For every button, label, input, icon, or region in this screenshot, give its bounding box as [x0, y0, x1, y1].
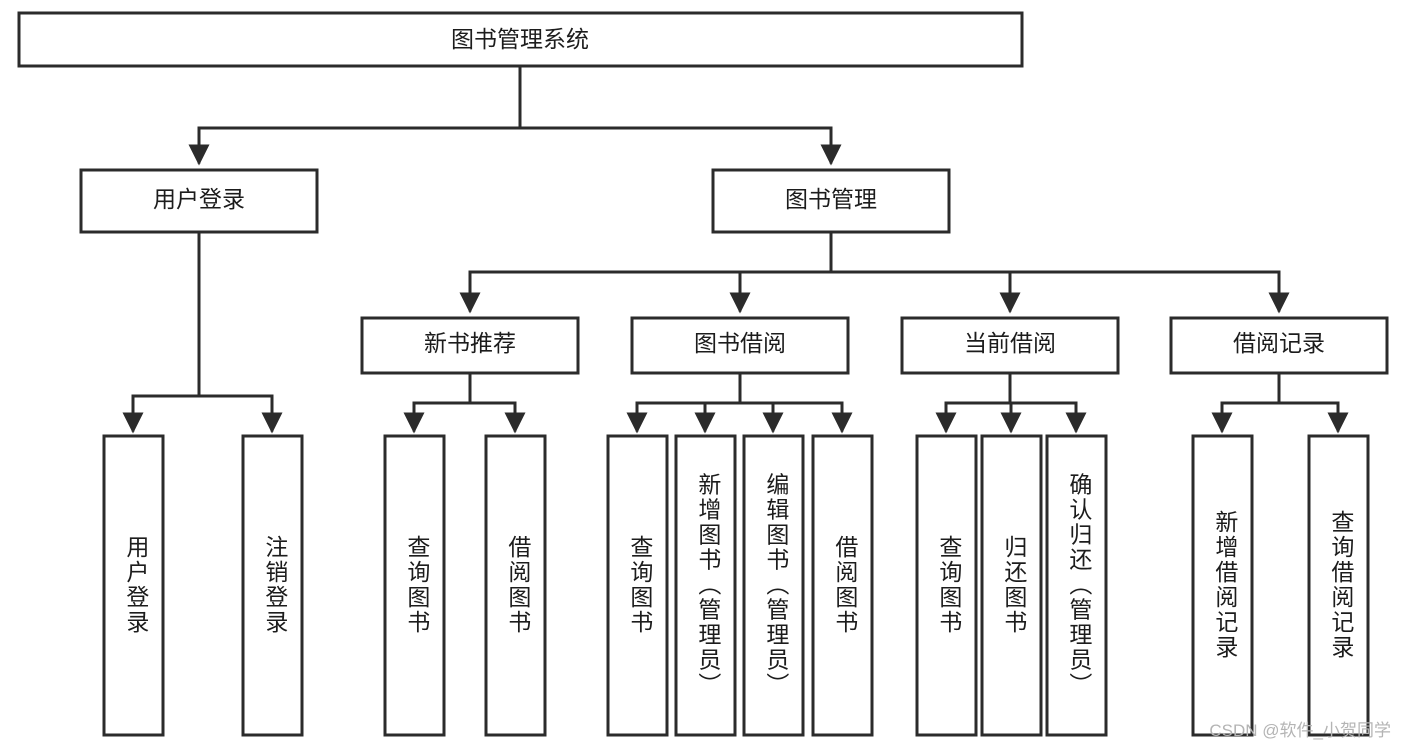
node-leaf-query-record[interactable]: 查询借阅记录 [1307, 434, 1370, 737]
node-root-box[interactable] [17, 11, 1024, 68]
node-leaf-user-login-label: 用户登录 [123, 535, 150, 635]
node-root-label: 图书管理系统 [451, 26, 589, 52]
node-book-borrow-label: 图书借阅 [694, 330, 786, 356]
node-leaf-add-record-box[interactable] [1191, 434, 1254, 737]
node-leaf-user-login-box[interactable] [102, 434, 165, 737]
node-root[interactable]: 图书管理系统 [17, 11, 1024, 68]
node-leaf-query-record-label: 查询借阅记录 [1328, 510, 1355, 660]
node-leaf-add-record-label: 新增借阅记录 [1212, 510, 1239, 660]
node-leaf-borrow-book-2[interactable]: 借阅图书 [811, 434, 874, 737]
node-leaf-borrow-book-1[interactable]: 借阅图书 [484, 434, 547, 737]
node-new-book-rec-label: 新书推荐 [424, 330, 516, 356]
node-leaf-logout-label: 注销登录 [262, 535, 289, 635]
node-new-book-rec[interactable]: 新书推荐 [360, 316, 580, 375]
node-leaf-query-book-1-label: 查询图书 [404, 535, 431, 635]
node-leaf-query-book-2-box[interactable] [606, 434, 669, 737]
node-leaf-query-book-3-box[interactable] [915, 434, 978, 737]
node-current-borrow-box[interactable] [900, 316, 1120, 375]
node-leaf-query-book-3[interactable]: 查询图书 [915, 434, 978, 737]
node-current-borrow-label: 当前借阅 [964, 330, 1056, 356]
node-leaf-return-book[interactable]: 归还图书 [980, 434, 1043, 737]
node-leaf-add-record[interactable]: 新增借阅记录 [1191, 434, 1254, 737]
node-leaf-query-book-1-box[interactable] [383, 434, 446, 737]
node-leaf-add-book-box[interactable] [674, 434, 737, 737]
node-book-borrow-box[interactable] [630, 316, 850, 375]
node-book-manage[interactable]: 图书管理 [711, 168, 951, 234]
node-leaf-query-record-box[interactable] [1307, 434, 1370, 737]
node-leaf-edit-book-label: 编辑图书（管理员） [763, 473, 790, 698]
node-leaf-query-book-2[interactable]: 查询图书 [606, 434, 669, 737]
node-leaf-return-book-label: 归还图书 [1001, 535, 1028, 635]
node-leaf-confirm-return-label: 确认归还（管理员） [1066, 473, 1093, 698]
node-leaf-edit-book-box[interactable] [742, 434, 805, 737]
node-leaf-edit-book[interactable]: 编辑图书（管理员） [742, 434, 805, 737]
node-leaf-confirm-return-box[interactable] [1045, 434, 1108, 737]
node-current-borrow[interactable]: 当前借阅 [900, 316, 1120, 375]
node-leaf-return-book-box[interactable] [980, 434, 1043, 737]
node-user-login-box[interactable] [79, 168, 319, 234]
node-user-login-label: 用户登录 [153, 186, 245, 212]
node-leaf-logout[interactable]: 注销登录 [241, 434, 304, 737]
connector-group [122, 64, 1349, 434]
node-book-manage-box[interactable] [711, 168, 951, 234]
node-book-borrow[interactable]: 图书借阅 [630, 316, 850, 375]
node-user-login[interactable]: 用户登录 [79, 168, 319, 234]
node-leaf-borrow-book-1-box[interactable] [484, 434, 547, 737]
node-borrow-record-label: 借阅记录 [1233, 330, 1325, 356]
node-borrow-record-box[interactable] [1169, 316, 1389, 375]
node-leaf-user-login[interactable]: 用户登录 [102, 434, 165, 737]
node-leaf-borrow-book-2-label: 借阅图书 [832, 535, 859, 635]
node-leaf-add-book[interactable]: 新增图书（管理员） [674, 434, 737, 737]
node-book-manage-label: 图书管理 [785, 186, 877, 212]
node-leaf-query-book-3-label: 查询图书 [936, 535, 963, 635]
node-leaf-query-book-2-label: 查询图书 [627, 535, 654, 635]
node-leaf-borrow-book-1-label: 借阅图书 [505, 535, 532, 635]
node-new-book-rec-box[interactable] [360, 316, 580, 375]
node-borrow-record[interactable]: 借阅记录 [1169, 316, 1389, 375]
node-leaf-add-book-label: 新增图书（管理员） [695, 473, 722, 698]
node-leaf-borrow-book-2-box[interactable] [811, 434, 874, 737]
node-leaf-confirm-return[interactable]: 确认归还（管理员） [1045, 434, 1108, 737]
node-leaf-query-book-1[interactable]: 查询图书 [383, 434, 446, 737]
node-leaf-logout-box[interactable] [241, 434, 304, 737]
